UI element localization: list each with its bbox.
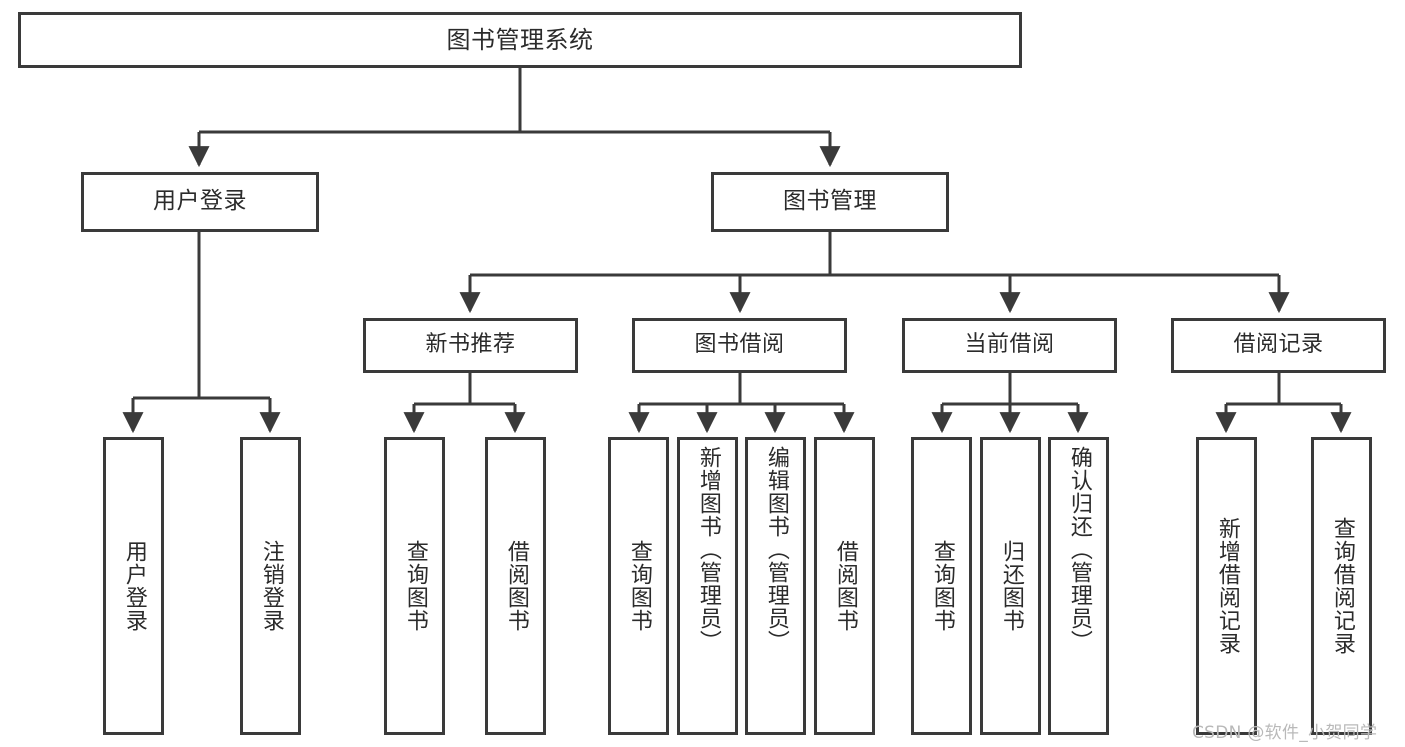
node-new-book-recommend-label: 新书推荐: [425, 332, 516, 358]
node-root[interactable]: 图书管理系统: [18, 12, 1022, 68]
leaf-query-record[interactable]: 查询借阅记录: [1311, 437, 1372, 735]
leaf-edit-book-label: 编辑图书（管理员）: [763, 446, 789, 653]
node-user-login-label: 用户登录: [153, 188, 247, 215]
leaf-user-login[interactable]: 用户登录: [103, 437, 164, 735]
node-borrow-record-label: 借阅记录: [1233, 332, 1324, 358]
node-current-borrow-label: 当前借阅: [964, 332, 1055, 358]
leaf-confirm-return[interactable]: 确认归还（管理员）: [1048, 437, 1109, 735]
leaf-logout-login[interactable]: 注销登录: [240, 437, 301, 735]
node-borrow-record[interactable]: 借阅记录: [1171, 318, 1386, 373]
leaf-confirm-return-label: 确认归还（管理员）: [1066, 446, 1092, 653]
leaf-add-record-label: 新增借阅记录: [1214, 517, 1240, 655]
leaf-query-book-2-label: 查询图书: [626, 540, 652, 632]
leaf-user-login-label: 用户登录: [121, 540, 147, 632]
leaf-return-book[interactable]: 归还图书: [980, 437, 1041, 735]
leaf-query-book-3-label: 查询图书: [929, 540, 955, 632]
leaf-query-book-2[interactable]: 查询图书: [608, 437, 669, 735]
leaf-return-book-label: 归还图书: [998, 540, 1024, 632]
node-book-management-label: 图书管理: [783, 188, 877, 215]
node-root-label: 图书管理系统: [446, 25, 594, 54]
leaf-logout-login-label: 注销登录: [258, 540, 284, 632]
leaf-borrow-book-2[interactable]: 借阅图书: [814, 437, 875, 735]
leaf-query-record-label: 查询借阅记录: [1329, 517, 1355, 655]
watermark: CSDN @软件_小贺同学: [1192, 723, 1378, 743]
node-current-borrow[interactable]: 当前借阅: [902, 318, 1117, 373]
node-user-login[interactable]: 用户登录: [81, 172, 319, 232]
leaf-query-book-1[interactable]: 查询图书: [384, 437, 445, 735]
leaf-borrow-book-1[interactable]: 借阅图书: [485, 437, 546, 735]
leaf-add-book-label: 新增图书（管理员）: [695, 446, 721, 653]
leaf-borrow-book-1-label: 借阅图书: [503, 540, 529, 632]
leaf-query-book-1-label: 查询图书: [402, 540, 428, 632]
node-book-borrow-label: 图书借阅: [694, 332, 785, 358]
leaf-query-book-3[interactable]: 查询图书: [911, 437, 972, 735]
node-book-management[interactable]: 图书管理: [711, 172, 949, 232]
node-book-borrow[interactable]: 图书借阅: [632, 318, 847, 373]
leaf-add-book[interactable]: 新增图书（管理员）: [677, 437, 738, 735]
leaf-edit-book[interactable]: 编辑图书（管理员）: [745, 437, 806, 735]
leaf-add-record[interactable]: 新增借阅记录: [1196, 437, 1257, 735]
leaf-borrow-book-2-label: 借阅图书: [832, 540, 858, 632]
node-new-book-recommend[interactable]: 新书推荐: [363, 318, 578, 373]
